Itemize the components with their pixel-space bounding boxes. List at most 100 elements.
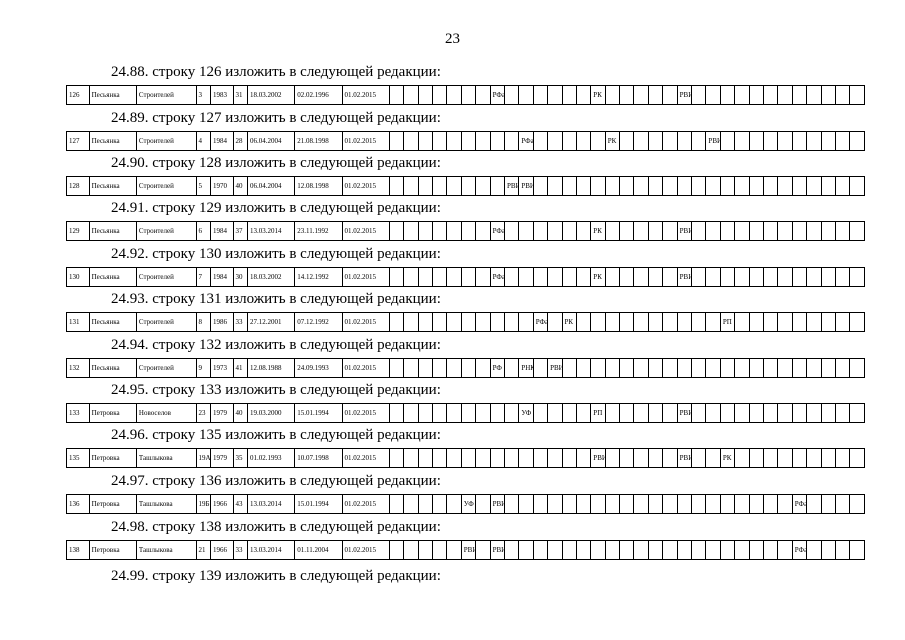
table-cell bbox=[633, 85, 649, 105]
table-cell bbox=[705, 267, 721, 287]
table-cell bbox=[503, 312, 520, 332]
table-cell: Песьянка bbox=[88, 131, 137, 151]
table-cell bbox=[604, 85, 621, 105]
table-cell bbox=[633, 494, 649, 514]
table-cell bbox=[762, 267, 779, 287]
table-cell: РВИС bbox=[676, 448, 693, 468]
table-cell bbox=[460, 267, 477, 287]
table-cell bbox=[719, 540, 736, 560]
table-cell bbox=[820, 403, 836, 423]
table-cell: РК bbox=[604, 131, 621, 151]
table-cell bbox=[388, 403, 405, 423]
table-cell bbox=[676, 176, 693, 196]
table-cell bbox=[734, 312, 750, 332]
table-cell: РК bbox=[719, 448, 736, 468]
table-cell bbox=[691, 176, 707, 196]
table-cell bbox=[503, 221, 520, 241]
table-cell bbox=[489, 131, 505, 151]
table-cell bbox=[590, 312, 606, 332]
table-cell bbox=[619, 312, 635, 332]
table-cell bbox=[604, 540, 621, 560]
table-cell: 01.02.1993 bbox=[246, 448, 296, 468]
table-cell: РВИС bbox=[518, 176, 534, 196]
table-cell bbox=[475, 403, 491, 423]
table-cell bbox=[431, 448, 448, 468]
table-cell bbox=[820, 540, 836, 560]
table-cell: 02.02.1996 bbox=[294, 85, 343, 105]
table-cell: РВИС bbox=[460, 540, 477, 560]
table-cell: 01.02.2015 bbox=[341, 448, 390, 468]
table-cell bbox=[777, 358, 793, 378]
table-cell: 1970 bbox=[209, 176, 234, 196]
table-cell bbox=[575, 312, 592, 332]
table-cell bbox=[503, 85, 520, 105]
table-cell bbox=[748, 221, 764, 241]
table-cell bbox=[446, 312, 462, 332]
table-cell bbox=[431, 358, 448, 378]
table-cell bbox=[547, 267, 563, 287]
table-cell bbox=[849, 494, 865, 514]
table-cell bbox=[705, 448, 721, 468]
table-cell: 41 bbox=[232, 358, 248, 378]
table-cell bbox=[791, 403, 808, 423]
table-cell bbox=[806, 494, 822, 514]
table-cell bbox=[590, 540, 606, 560]
table-cell bbox=[431, 176, 448, 196]
table-cell bbox=[431, 494, 448, 514]
table-cell bbox=[806, 312, 822, 332]
table-cell bbox=[762, 312, 779, 332]
table-cell bbox=[806, 221, 822, 241]
table-cell bbox=[719, 358, 736, 378]
table-cell: Новоселов bbox=[135, 403, 197, 423]
table-cell bbox=[518, 540, 534, 560]
table-cell bbox=[662, 312, 678, 332]
table-cell: 13.03.2014 bbox=[246, 494, 296, 514]
table-cell bbox=[676, 494, 693, 514]
table-cell bbox=[532, 358, 549, 378]
table-cell bbox=[547, 540, 563, 560]
table-cell: УФ bbox=[460, 494, 477, 514]
table-cell: 19Б bbox=[195, 494, 211, 514]
table-cell bbox=[431, 403, 448, 423]
table-cell: Строителей bbox=[135, 312, 197, 332]
table-cell bbox=[547, 221, 563, 241]
table-cell bbox=[676, 131, 693, 151]
table-cell bbox=[806, 448, 822, 468]
table-cell bbox=[575, 85, 592, 105]
table-cell bbox=[705, 358, 721, 378]
table-cell bbox=[834, 85, 851, 105]
table-cell bbox=[575, 131, 592, 151]
table-cell bbox=[748, 312, 764, 332]
table-cell bbox=[619, 131, 635, 151]
table-cell: 33 bbox=[232, 540, 248, 560]
table-cell: 28 bbox=[232, 131, 248, 151]
table-cell bbox=[489, 176, 505, 196]
table-cell bbox=[762, 358, 779, 378]
table-cell bbox=[460, 403, 477, 423]
table-cell bbox=[849, 540, 865, 560]
table-cell bbox=[748, 85, 764, 105]
table-cell bbox=[417, 494, 434, 514]
table-cell bbox=[403, 267, 419, 287]
table-cell bbox=[403, 131, 419, 151]
table-cell bbox=[489, 448, 505, 468]
table-cell bbox=[489, 312, 505, 332]
table-cell bbox=[762, 85, 779, 105]
table-cell bbox=[403, 448, 419, 468]
table-cell bbox=[590, 494, 606, 514]
amendment-heading: 24.90. строку 128 изложить в следующей р… bbox=[111, 155, 441, 171]
table-cell: 40 bbox=[232, 403, 248, 423]
table-cell: 9 bbox=[195, 358, 211, 378]
table-cell bbox=[475, 358, 491, 378]
table-cell bbox=[604, 403, 621, 423]
table-cell bbox=[475, 267, 491, 287]
table-cell bbox=[806, 85, 822, 105]
table-cell bbox=[417, 131, 434, 151]
table-cell: 06.04.2004 bbox=[246, 131, 296, 151]
table-cell bbox=[633, 540, 649, 560]
table-cell bbox=[518, 267, 534, 287]
table-cell bbox=[575, 358, 592, 378]
table-cell bbox=[460, 358, 477, 378]
table-cell bbox=[403, 221, 419, 241]
